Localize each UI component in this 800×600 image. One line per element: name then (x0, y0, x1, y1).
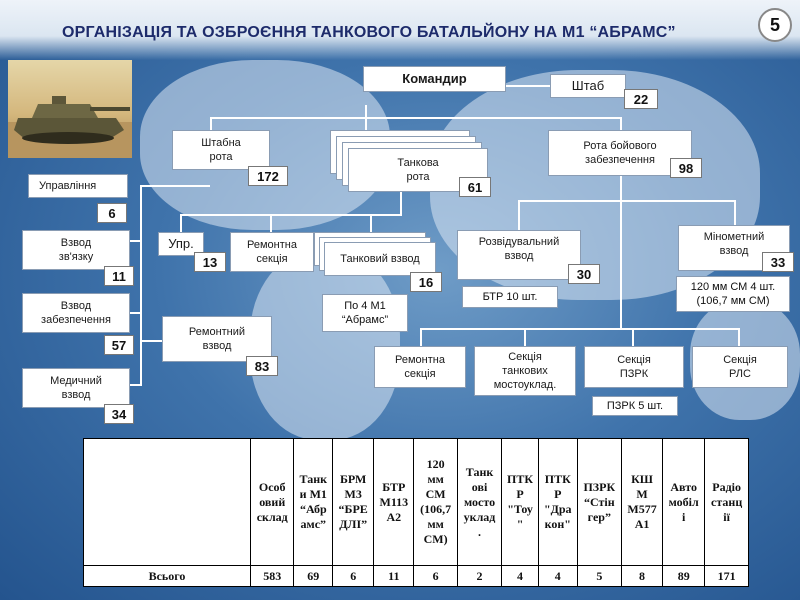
tank-platoon-count: 16 (410, 272, 442, 292)
table-header-row: Особ овий склад Танк и М1 “Абр амс” БРМ … (83, 438, 749, 566)
medical-platoon-count: 34 (104, 404, 134, 424)
bridge-section-box: Секція танкових мостоуклад. (474, 346, 576, 396)
table-cell: 4 (501, 565, 539, 587)
table-cell: 5 (576, 565, 622, 587)
recon-platoon-box: Розвідувальний взвод (457, 230, 581, 280)
equipment-table: Особ овий склад Танк и М1 “Абр амс” БРМ … (83, 438, 749, 587)
connector (180, 214, 402, 216)
table-header-cell: КШ М М577 А1 (620, 438, 664, 566)
table-cell: 4 (537, 565, 578, 587)
table-cell: 171 (704, 565, 749, 587)
connector (180, 214, 182, 232)
page-title: ОРГАНІЗАЦІЯ ТА ОЗБРОЄННЯ ТАНКОВОГО БАТАЛ… (62, 24, 676, 41)
company-mgmt-count: 13 (194, 252, 226, 272)
table-cell: 2 (456, 565, 503, 587)
connector (210, 117, 212, 130)
table-cell: Всього (83, 565, 251, 587)
table-cell: 6 (413, 565, 458, 587)
air-defense-section-box: Секція ПЗРК (584, 346, 684, 388)
connector (518, 200, 736, 202)
connector (270, 214, 272, 232)
map-land-3 (250, 250, 400, 440)
tank-platoon-note: По 4 М1 “Абрамс” (322, 294, 408, 332)
management-box: Управління (28, 174, 128, 198)
recon-note: БТР 10 шт. (462, 286, 558, 308)
comms-platoon-count: 11 (104, 266, 134, 286)
page-number: 5 (758, 8, 792, 42)
connector (632, 328, 634, 346)
table-header-cell: БТР М113 А2 (373, 438, 415, 566)
connector (140, 185, 142, 385)
company-repair-box: Ремонтна секція (230, 232, 314, 272)
table-cell: 89 (662, 565, 706, 587)
connector (400, 192, 402, 214)
connector (370, 214, 372, 232)
table-header-cell: ПЗРК “Стін гер” (576, 438, 622, 566)
header-band (0, 0, 800, 60)
table-row: Всього 583 69 6 11 6 2 4 4 5 8 89 171 (83, 565, 749, 587)
staff-box: Штаб (550, 74, 626, 98)
table-header-cell: ПТК Р "Тоу " (501, 438, 539, 566)
hq-company-count: 172 (248, 166, 288, 186)
connector (620, 200, 622, 330)
connector (420, 328, 422, 346)
connector (738, 328, 740, 346)
tank-company-count: 61 (459, 177, 491, 197)
supply-platoon-box: Взвод забезпечення (22, 293, 130, 333)
supply-platoon-count: 57 (104, 335, 134, 355)
connector (420, 328, 740, 330)
repair-platoon-box: Ремонтний взвод (162, 316, 272, 362)
repair-section-box: Ремонтна секція (374, 346, 466, 388)
tank-platoon-box: Танковий взвод (324, 242, 436, 276)
repair-platoon-count: 83 (246, 356, 278, 376)
table-header-cell: Особ овий склад (249, 438, 295, 566)
management-count: 6 (97, 203, 127, 223)
table-cell: 6 (332, 565, 375, 587)
connector (620, 176, 622, 200)
commander-box: Командир (363, 66, 506, 92)
recon-platoon-count: 30 (568, 264, 600, 284)
connector (524, 328, 526, 346)
table-header-cell: Танк ові мосто уклад . (456, 438, 503, 566)
connector (506, 85, 550, 87)
mortar-note: 120 мм СМ 4 шт. (106,7 мм СМ) (676, 276, 790, 312)
support-company-count: 98 (670, 158, 702, 178)
hq-company-box: Штабна рота (172, 130, 270, 170)
medical-platoon-box: Медичний взвод (22, 368, 130, 408)
connector (128, 384, 142, 386)
table-cell: 69 (293, 565, 334, 587)
tank-photo (8, 60, 132, 158)
support-company-box: Рота бойового забезпечення (548, 130, 692, 176)
table-header-cell: Радіо станц ії (704, 438, 749, 566)
connector (620, 117, 622, 130)
mortar-platoon-count: 33 (762, 252, 794, 272)
comms-platoon-box: Взвод зв'язку (22, 230, 130, 270)
table-cell: 583 (249, 565, 295, 587)
table-header-cell: Танк и М1 “Абр амс” (293, 438, 334, 566)
table-cell: 11 (373, 565, 415, 587)
table-header-cell: ПТК Р "Дра кон" (537, 438, 578, 566)
connector (140, 185, 210, 187)
connector (210, 117, 622, 119)
connector (128, 312, 142, 314)
connector (734, 200, 736, 225)
table-header-cell (83, 438, 251, 566)
staff-count: 22 (624, 89, 658, 109)
connector (518, 200, 520, 230)
connector (142, 340, 162, 342)
table-header-cell: Авто мобіл і (662, 438, 706, 566)
radar-section-box: Секція РЛС (692, 346, 788, 388)
table-cell: 8 (620, 565, 664, 587)
air-defense-note: ПЗРК 5 шт. (592, 396, 678, 416)
connector (128, 240, 142, 242)
table-header-cell: БРМ М3 “БРЕ ДЛІ” (332, 438, 375, 566)
table-header-cell: 120 мм СМ (106,7 мм СМ) (413, 438, 458, 566)
